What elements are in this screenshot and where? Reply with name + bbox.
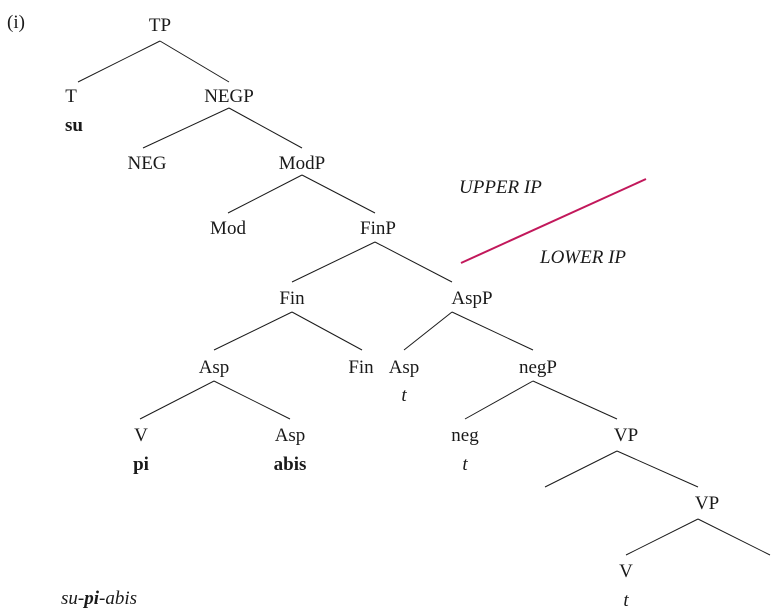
node-mod: Mod: [210, 218, 246, 239]
node-tp: TP: [149, 15, 171, 36]
node-asp-complex: Asp: [199, 357, 230, 378]
node-t-word: su: [65, 115, 83, 136]
edge-vp-vp: [616, 450, 699, 488]
edge-vp-right: [697, 518, 771, 556]
node-fin-upper: Fin: [279, 288, 305, 309]
node-v-trace: t: [623, 590, 629, 611]
node-asp-trace-head: Asp: [389, 357, 420, 378]
node-asp-abis-word: abis: [274, 454, 307, 475]
edge-negp-neg: [142, 107, 230, 149]
edge-aspp-negp: [451, 311, 534, 351]
node-v-bottom: V: [619, 561, 633, 582]
upper-ip-label: UPPER IP: [459, 177, 542, 198]
example-label: (i): [7, 12, 25, 33]
edge-asp-asp: [213, 380, 291, 420]
node-finp: FinP: [360, 218, 396, 239]
node-neg-lower: neg: [451, 425, 479, 446]
gloss-part-2: pi: [82, 588, 100, 609]
node-modp: ModP: [279, 153, 325, 174]
node-negp-upper: NEGP: [204, 86, 254, 107]
edge-modp-mod: [227, 174, 303, 214]
edge-tp-t: [77, 40, 161, 83]
gloss-part-1: su-: [61, 588, 84, 609]
edge-finp-fin: [291, 241, 376, 283]
node-fin-lower: Fin: [348, 357, 374, 378]
node-negp-lower: negP: [519, 357, 557, 378]
node-neg-upper: NEG: [127, 153, 166, 174]
edge-tp-negp: [159, 40, 230, 83]
gloss-part-3: -abis: [99, 588, 137, 609]
node-aspp: AspP: [451, 288, 492, 309]
gloss-text: su-pi-abis: [61, 588, 137, 609]
tree-edges: [77, 40, 771, 556]
edge-aspp-asp: [403, 311, 453, 351]
node-v-pi-word: pi: [133, 454, 149, 475]
node-t: T: [65, 86, 77, 107]
edge-modp-finp: [301, 174, 376, 214]
node-asp-trace: t: [401, 385, 407, 406]
edge-finp-aspp: [374, 241, 453, 283]
node-neg-trace: t: [462, 454, 468, 475]
edge-vp-left: [544, 450, 618, 488]
lower-ip-label: LOWER IP: [539, 247, 626, 268]
edge-fin-asp: [213, 311, 293, 351]
tree-nodes: (i) TP T su NEGP NEG ModP Mod FinP Fin A…: [7, 12, 719, 611]
edge-fin-fin: [291, 311, 363, 351]
node-asp-abis: Asp: [275, 425, 306, 446]
node-v-pi: V: [134, 425, 148, 446]
edge-negp-modp: [228, 107, 303, 149]
ip-divider-line: [460, 178, 647, 264]
edge-negp-neg-lower: [464, 380, 534, 420]
edge-asp-v: [139, 380, 215, 420]
edge-vp-v: [625, 518, 699, 556]
node-vp-lower: VP: [695, 493, 719, 514]
node-vp-upper: VP: [614, 425, 638, 446]
edge-negp-vp: [532, 380, 618, 420]
